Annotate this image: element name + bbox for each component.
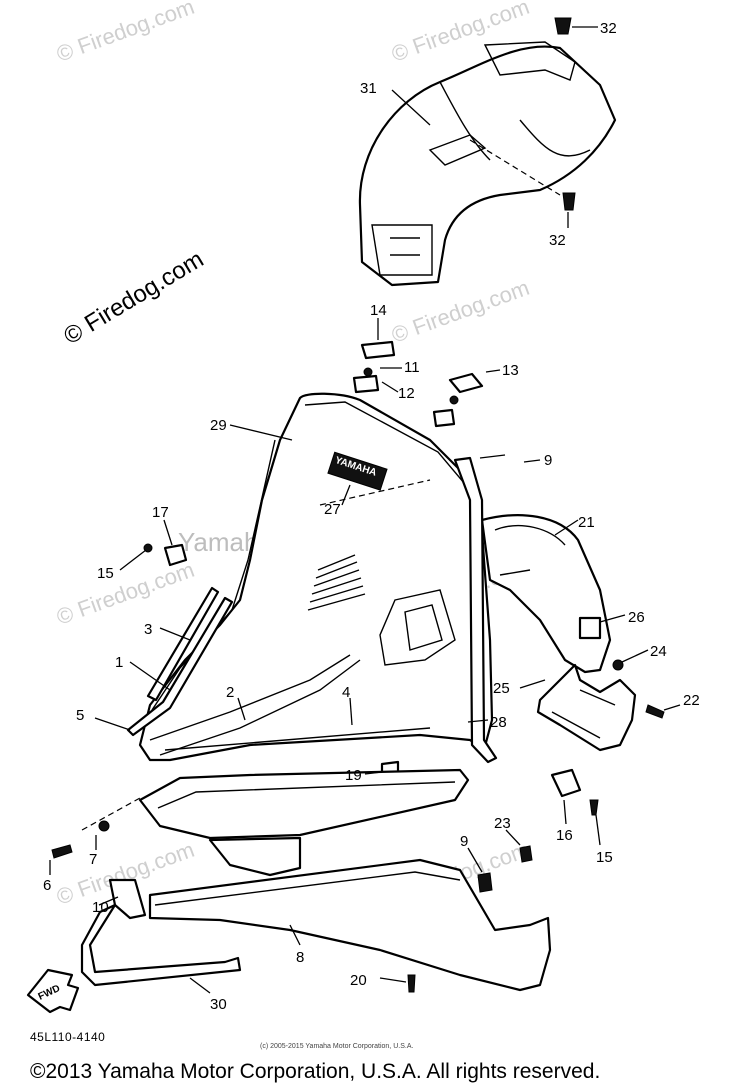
yamaha-emblem-part-27 [327,451,388,491]
callout-23: 23 [494,815,511,832]
callout-30: 30 [210,996,227,1013]
leg-shield-assembly [138,392,494,762]
part-11-screw [363,367,373,377]
callout-6: 6 [43,877,51,894]
callout-26: 26 [628,609,645,626]
part-12-clip [352,374,380,394]
watermark: © Firedog.com [53,557,197,630]
right-trim-28-16-19 [380,456,599,816]
callout-21: 21 [578,514,595,531]
callout-9: 9 [460,833,468,850]
callout-31: 31 [360,80,377,97]
callout-14: 14 [370,302,387,319]
callout-4: 4 [342,684,350,701]
callout-24: 24 [650,643,667,660]
diagram-code: 45L110-4140 [30,1030,106,1044]
callout-19: 19 [345,767,362,784]
callout-20: 20 [350,972,367,989]
callout-12: 12 [398,385,415,402]
callout-27: 27 [324,501,341,518]
callout-1: 1 [115,654,123,671]
forward-arrow-icon: FWD [26,968,80,1014]
small-clips-11-14 [352,340,484,428]
watermark: © Firedog.com [388,275,532,348]
callout-29: 29 [210,417,227,434]
callout-32: 32 [600,20,617,37]
rear-fender-part-31 [358,17,617,287]
side-trims-3-5 [126,543,234,737]
lower-cover-parts-8-10-30 [51,797,552,993]
callout-10: 10 [92,899,109,916]
part-26-clip [578,616,602,640]
copyright-notice: ©2013 Yamaha Motor Corporation, U.S.A. A… [30,1060,601,1083]
callout-25: 25 [493,680,510,697]
floor-board-part-18 [138,768,470,877]
bracket-part-25 [536,659,665,752]
callout-numbers: 32 31 32 14 11 12 13 29 9 27 17 21 15 3 … [43,20,700,1013]
inner-panel-part-21 [480,514,612,674]
callout-13: 13 [502,362,519,379]
small-copyright: (c) 2005-2015 Yamaha Motor Corporation, … [260,1043,414,1050]
callout-32: 32 [549,232,566,249]
callout-17: 17 [152,504,169,521]
callout-2: 2 [226,684,234,701]
callout-16: 16 [556,827,573,844]
callout-3: 3 [144,621,152,638]
callout-22: 22 [683,692,700,709]
callout-9: 9 [544,452,552,469]
watermark: © Firedog.com [53,0,197,67]
callout-7: 7 [89,851,97,868]
part-14 [360,340,396,360]
part-13 [448,372,484,394]
callout-11: 11 [404,359,420,376]
firedog-diagonal-watermark: © Firedog.com [59,246,208,350]
part-12-clip-b [432,408,456,428]
callout-15: 15 [97,565,114,582]
callout-28: 28 [490,714,507,731]
callout-5: 5 [76,707,84,724]
callout-15: 15 [596,849,613,866]
callout-8: 8 [296,949,304,966]
vent-grille [307,554,366,611]
leader-lines [49,26,681,994]
